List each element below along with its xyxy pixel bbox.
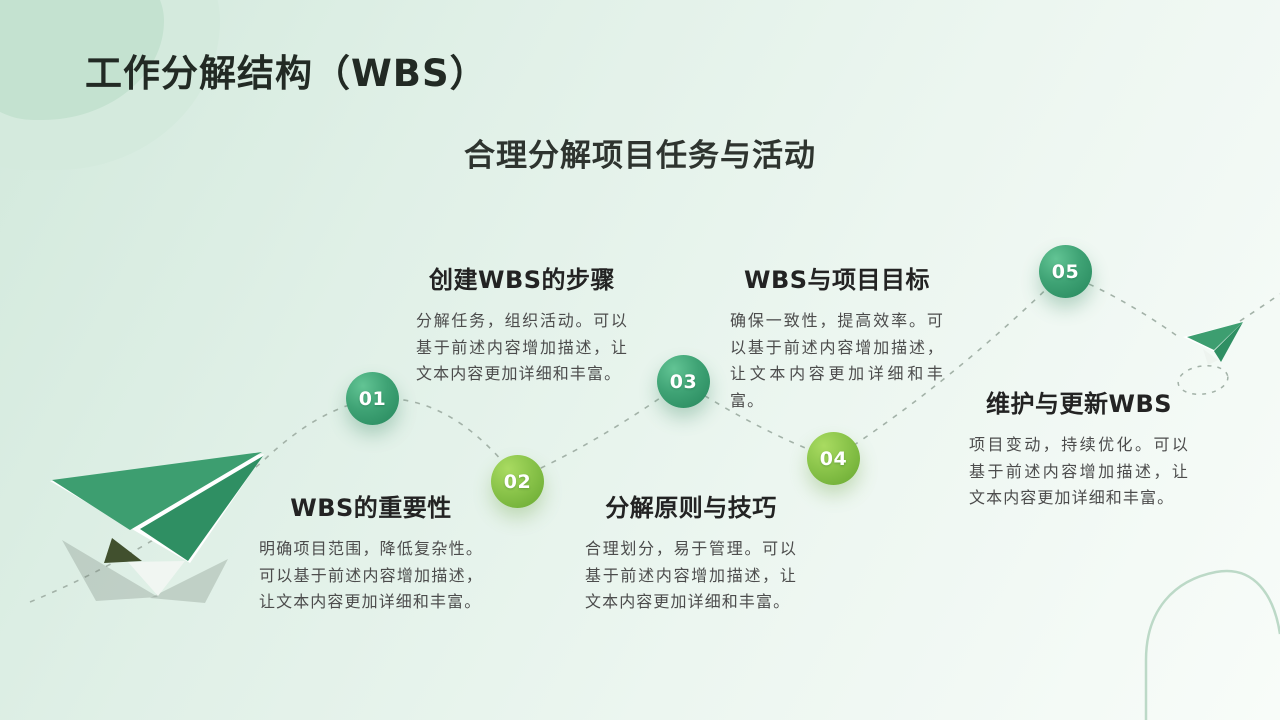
page-title: 工作分解结构（WBS） — [85, 52, 488, 95]
step-body: 项目变动，持续优化。可以基于前述内容增加描述，让文本内容更加详细和丰富。 — [969, 435, 1189, 507]
step-body: 合理划分，易于管理。可以基于前述内容增加描述，让文本内容更加详细和丰富。 — [585, 539, 797, 611]
step-body: 明确项目范围，降低复杂性。可以基于前述内容增加描述，让文本内容更加详细和丰富。 — [259, 539, 483, 611]
step-body: 分解任务，组织活动。可以基于前述内容增加描述，让文本内容更加详细和丰富。 — [416, 311, 628, 383]
step-body: 确保一致性，提高效率。可以基于前述内容增加描述，让文本内容更加详细和丰富。 — [730, 311, 944, 410]
paper-plane-icon — [50, 452, 264, 603]
step-heading: 分解原则与技巧 — [605, 494, 777, 522]
step-heading: WBS与项目目标 — [743, 266, 931, 294]
step-block-01: WBS的重要性 明确项目范围，降低复杂性。可以基于前述内容增加描述，让文本内容更… — [259, 493, 483, 616]
step-block-02: 创建WBS的步骤 分解任务，组织活动。可以基于前述内容增加描述，让文本内容更加详… — [416, 265, 628, 388]
step-circle-01: 01 — [346, 372, 399, 425]
step-number: 04 — [819, 447, 848, 470]
step-block-04: WBS与项目目标 确保一致性，提高效率。可以基于前述内容增加描述，让文本内容更加… — [730, 265, 944, 414]
step-circle-03: 03 — [657, 355, 710, 408]
step-heading: WBS的重要性 — [290, 494, 452, 522]
step-number: 03 — [669, 370, 698, 393]
step-heading: 创建WBS的步骤 — [428, 266, 616, 294]
step-number: 01 — [358, 387, 387, 410]
step-circle-05: 05 — [1039, 245, 1092, 298]
step-circle-02: 02 — [491, 455, 544, 508]
paper-plane-small-icon — [1183, 322, 1243, 365]
step-circle-04: 04 — [807, 432, 860, 485]
bottom-right-arch-outline — [1144, 569, 1280, 720]
step-number: 02 — [503, 470, 532, 493]
step-block-03: 分解原则与技巧 合理划分，易于管理。可以基于前述内容增加描述，让文本内容更加详细… — [585, 493, 797, 616]
step-heading: 维护与更新WBS — [985, 390, 1173, 418]
step-number: 05 — [1051, 260, 1080, 283]
step-block-05: 维护与更新WBS 项目变动，持续优化。可以基于前述内容增加描述，让文本内容更加详… — [969, 389, 1189, 512]
page-subtitle: 合理分解项目任务与活动 — [464, 138, 816, 174]
